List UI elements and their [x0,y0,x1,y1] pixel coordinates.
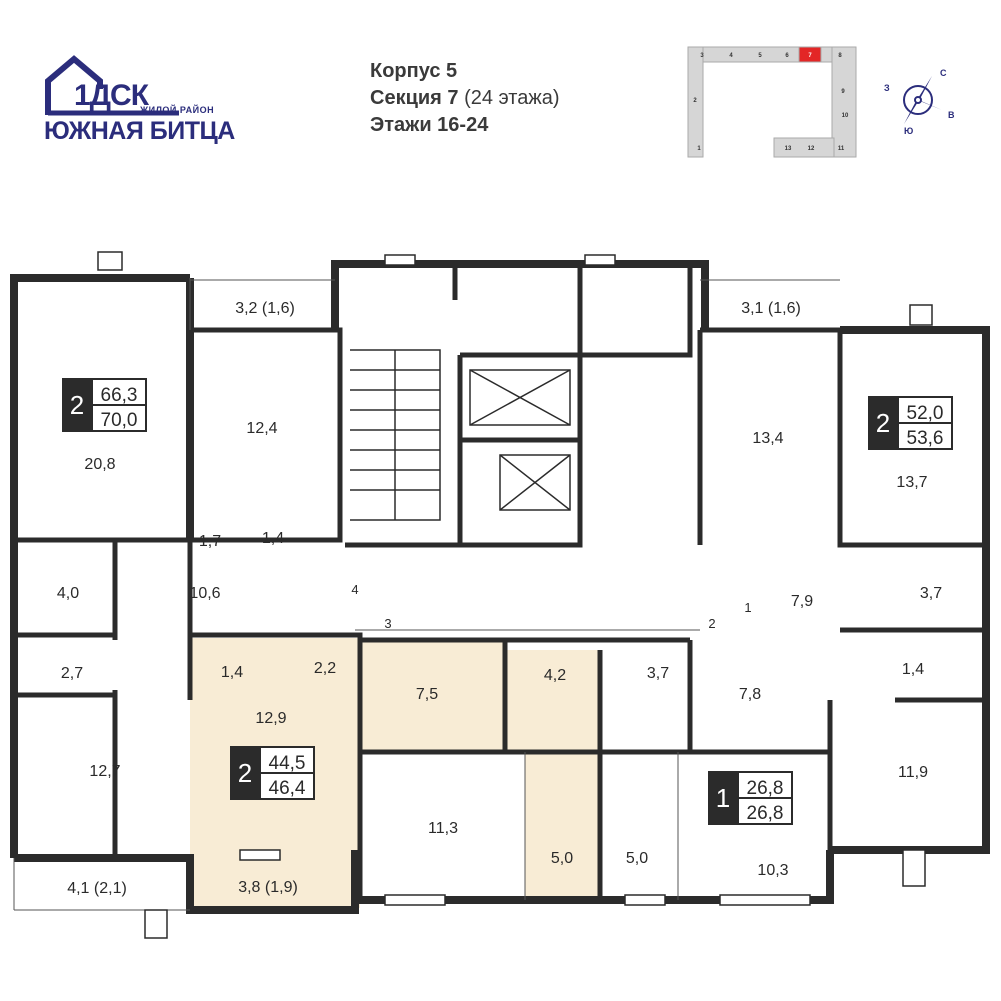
svg-text:1: 1 [716,783,730,813]
room-a1-loggia: 4,1 (2,1) [67,880,127,897]
floors-label: Этажи 16-24 [370,114,489,136]
highlighted-apartment[interactable] [190,638,600,908]
lobby-door-4: 4 [351,582,358,597]
logo-subtitle: ЖИЛОЙ РАЙОН [140,105,215,115]
svg-text:70,0: 70,0 [101,410,138,431]
svg-text:11: 11 [838,146,845,152]
svg-text:10: 10 [842,113,849,119]
room-a1-bath: 4,0 [57,585,79,602]
svg-text:7: 7 [808,53,812,59]
lobby-door-3: 3 [384,616,391,631]
room-a2-kitchen: 13,4 [752,430,783,447]
svg-text:В: В [948,110,955,120]
svg-text:13: 13 [785,146,792,152]
svg-text:44,5: 44,5 [269,753,306,774]
logo-brand: 1ДСК [74,79,149,112]
elevator-shafts [350,349,571,521]
svg-text:С: С [940,68,947,78]
room-a3-hall: 2,2 [314,660,336,677]
key-plan [687,46,857,158]
room-a2-balcony: 3,1 (1,6) [741,300,801,317]
compass-icon: С З В Ю [884,68,955,136]
room-a2-bath: 3,7 [920,585,942,602]
active-section[interactable] [798,46,822,63]
svg-text:Ю: Ю [904,126,913,136]
room-a1-room2: 12,7 [89,763,120,780]
svg-text:4: 4 [729,53,733,59]
apartment-badge[interactable]: 2 66,3 70,0 [62,378,147,432]
svg-text:6: 6 [785,53,789,59]
svg-text:3: 3 [700,53,704,59]
house-logo-icon [45,55,179,116]
room-a3-loggia: 3,8 (1,9) [238,879,298,896]
room-labels: 3,2 (1,6) 12,4 20,8 1,7 1,4 4,0 10,6 2,7… [57,300,942,897]
svg-text:2: 2 [876,408,890,438]
room-a2-hall: 7,9 [791,593,813,610]
room-a1-kitchen: 12,4 [246,420,277,437]
svg-text:2: 2 [70,390,84,420]
svg-text:53,6: 53,6 [907,428,944,449]
svg-text:8: 8 [838,53,842,59]
svg-text:9: 9 [841,89,845,95]
svg-text:66,3: 66,3 [101,385,138,406]
windows [97,251,933,939]
room-a2-room2: 11,9 [898,764,928,781]
apartment-badge[interactable]: 1 26,8 26,8 [708,771,793,825]
building-info: Корпус 5 Секция 7 (24 этажа) Этажи 16-24 [370,58,560,139]
logo-name: ЮЖНАЯ БИТЦА [44,117,235,145]
room-a3-room: 12,9 [255,710,286,727]
room-a4-room: 10,3 [757,862,788,879]
svg-text:12: 12 [808,146,815,152]
room-a3-wc: 1,4 [221,664,243,681]
logo: 1ДСК ЖИЛОЙ РАЙОН ЮЖНАЯ БИТЦА [44,55,284,150]
svg-text:26,8: 26,8 [747,803,784,824]
room-a4-kitchen: 5,0 [626,850,648,867]
room-a1-balcony: 3,2 (1,6) [235,300,295,317]
svg-text:5: 5 [758,53,762,59]
svg-text:52,0: 52,0 [907,403,944,424]
room-a3-kitchen: 5,0 [551,850,573,867]
key-plan-labels: 3 4 5 6 7 8 2 9 10 1 13 12 11 [693,53,849,152]
room-a3-room2: 11,3 [428,820,458,837]
room-a1-storage: 2,7 [61,665,83,682]
room-a4-bath: 3,7 [647,665,669,682]
section-label: Секция 7 (24 этажа) [370,87,560,109]
room-a1-hall: 10,6 [189,585,220,602]
lobby-door-2: 2 [708,616,715,631]
room-a1-room: 20,8 [84,456,115,473]
room-a1-hall-small: 1,7 [199,533,221,550]
section-floors: (24 этажа) [464,87,560,109]
svg-text:З: З [884,83,890,93]
room-a1-wc: 1,4 [262,530,284,547]
room-a2-room: 13,7 [896,474,927,491]
svg-text:26,8: 26,8 [747,778,784,799]
svg-text:46,4: 46,4 [269,778,306,799]
svg-text:2: 2 [693,98,697,104]
lobby-door-1: 1 [744,600,751,615]
walls [10,260,990,914]
svg-text:2: 2 [238,758,252,788]
room-a3-corridor: 7,5 [416,686,438,703]
room-a3-bath: 4,2 [544,667,566,684]
building-label: Корпус 5 [370,60,458,82]
apartment-badge[interactable]: 2 44,5 46,4 [230,746,315,800]
svg-text:1: 1 [697,146,701,152]
room-a2-wc: 1,4 [902,661,924,678]
room-a4-hall: 7,8 [739,686,761,703]
apartment-badge[interactable]: 2 52,0 53,6 [868,396,953,450]
